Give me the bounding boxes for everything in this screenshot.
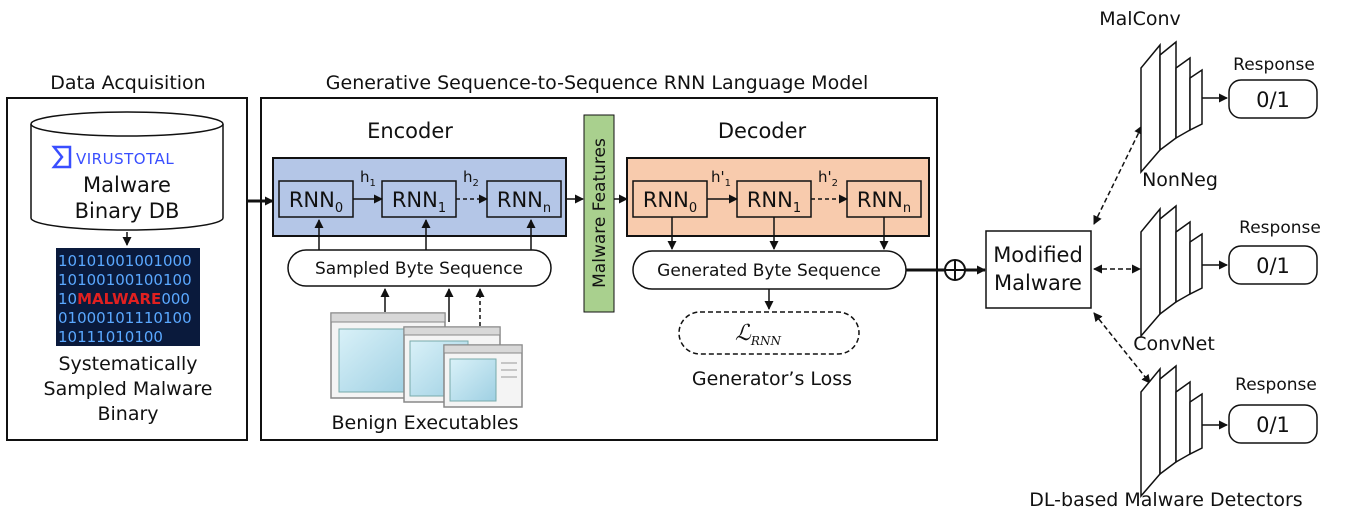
rnn-label: RNN <box>392 188 438 212</box>
malconv-network-icon <box>1140 40 1203 175</box>
binary-row-1: 10101001001000 <box>58 252 192 270</box>
binary-row-4: 01000101110100 <box>58 309 192 327</box>
rnn-subscript: 0 <box>689 201 697 216</box>
malware-database: VIRUSTOTAL Malware Binary DB <box>30 111 224 231</box>
decoder-hidden-1: h'1 <box>711 168 731 189</box>
malware-features-bar <box>583 114 615 313</box>
rnn-label: RNN <box>747 188 793 212</box>
rnn-label: RNN <box>857 188 903 212</box>
virustotal-logo-text: VIRUSTOTAL <box>76 150 174 168</box>
encoder-rnn-n: RNNn <box>486 180 562 218</box>
svg-text:RNN0: RNN0 <box>289 188 343 216</box>
malware-binary-image: 10101001001000 10100100100100 10MALWARE0… <box>56 248 200 346</box>
response-label-convnet: Response <box>1235 375 1317 395</box>
encoder-hidden-2: h2 <box>463 168 479 189</box>
rnn-subscript: 1 <box>793 201 801 216</box>
data-acquisition-panel <box>6 97 248 441</box>
data-acquisition-title: Data Acquisition <box>50 72 205 94</box>
virustotal-icon <box>51 145 72 169</box>
convnet-network-icon <box>1140 364 1203 499</box>
svg-text:RNNn: RNNn <box>497 188 551 216</box>
malware-features-label: Malware Features <box>590 138 610 288</box>
detector-name-malconv: MalConv <box>1099 8 1181 30</box>
loss-box <box>678 311 860 355</box>
rnn-subscript: 1 <box>438 201 446 216</box>
response-value-convnet: 0/1 <box>1256 413 1290 437</box>
rnn-subscript: n <box>903 201 911 216</box>
modified-malware-line2: Malware <box>994 271 1082 295</box>
svg-text:RNN1: RNN1 <box>392 188 446 216</box>
decoder-box <box>626 157 930 237</box>
rnn-subscript: 0 <box>335 201 343 216</box>
modified-malware-box <box>985 230 1092 309</box>
detectors-caption: DL-based Malware Detectors <box>1029 489 1302 510</box>
generated-byte-sequence-label: Generated Byte Sequence <box>657 261 881 281</box>
malware-word: MALWARE <box>77 290 161 308</box>
rnn-label: RNN <box>643 188 689 212</box>
database-label-line1: Malware <box>83 173 171 197</box>
response-value-malconv: 0/1 <box>1256 88 1290 112</box>
svg-text:RNNn: RNNn <box>857 188 911 216</box>
response-value-nonneg: 0/1 <box>1256 254 1290 278</box>
response-box-malconv <box>1228 79 1318 119</box>
decoder-title: Decoder <box>718 119 807 143</box>
loss-caption: Generator’s Loss <box>692 368 852 390</box>
benign-executables-label: Benign Executables <box>331 412 518 434</box>
rnn-label: RNN <box>497 188 543 212</box>
binary-row-3: 10MALWARE000 <box>58 290 190 308</box>
decoder-rnn-0: RNN0 <box>632 180 708 218</box>
sampled-byte-sequence-label: Sampled Byte Sequence <box>315 259 523 279</box>
response-box-nonneg <box>1228 245 1318 285</box>
svg-text:RNN1: RNN1 <box>747 188 801 216</box>
response-label-nonneg: Response <box>1239 218 1321 238</box>
combine-operator-icon <box>944 259 966 281</box>
binary-row-2: 10100100100100 <box>58 271 192 289</box>
modified-malware-line1: Modified <box>993 243 1083 267</box>
detector-name-nonneg: NonNeg <box>1142 169 1218 191</box>
sampled-malware-line2: Sampled Malware <box>44 378 213 400</box>
binary-row-5: 10111010100 <box>58 328 163 346</box>
nonneg-network-icon <box>1140 204 1203 339</box>
loss-symbol: ℒRNN <box>735 321 781 348</box>
sampled-malware-line1: Systematically <box>58 353 197 375</box>
detector-name-convnet: ConvNet <box>1133 333 1215 355</box>
rnn-label: RNN <box>289 188 335 212</box>
language-model-title: Generative Sequence-to-Sequence RNN Lang… <box>326 72 868 94</box>
response-box-convnet <box>1228 404 1318 444</box>
rnn-subscript: n <box>543 201 551 216</box>
svg-text:RNN0: RNN0 <box>643 188 697 216</box>
sampled-byte-sequence <box>287 249 552 287</box>
encoder-hidden-1: h1 <box>360 168 376 189</box>
decoder-hidden-2: h'2 <box>818 168 838 189</box>
database-label-line2: Binary DB <box>75 199 180 223</box>
response-label-malconv: Response <box>1233 55 1315 75</box>
encoder-title: Encoder <box>367 119 453 143</box>
sampled-malware-line3: Binary <box>97 403 158 425</box>
benign-executables-icon <box>330 312 523 408</box>
